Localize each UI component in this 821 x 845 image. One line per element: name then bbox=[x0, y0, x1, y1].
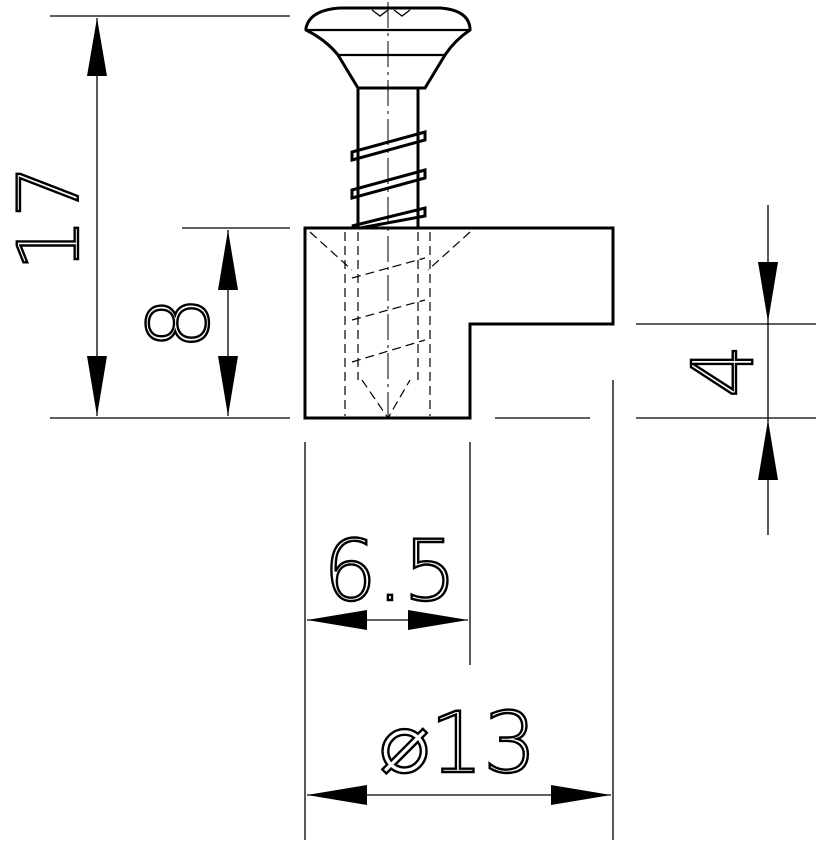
dim-diameter: ⌀13 bbox=[307, 380, 614, 840]
arrow-right bbox=[551, 785, 611, 805]
dim-ledge-height: 4 bbox=[636, 205, 816, 535]
arrow-bottom bbox=[218, 356, 238, 416]
arrow-top bbox=[758, 262, 778, 322]
hidden-screw bbox=[309, 231, 471, 420]
arrow-left bbox=[307, 610, 367, 630]
dim-label-ledge-height: 4 bbox=[674, 344, 772, 397]
arrow-bottom bbox=[87, 356, 107, 416]
arrow-right bbox=[408, 610, 468, 630]
screw-head bbox=[304, 6, 472, 90]
arrow-top bbox=[218, 230, 238, 290]
dim-label-body-height: 8 bbox=[130, 296, 228, 349]
arrow-left bbox=[307, 785, 367, 805]
arrow-top bbox=[87, 18, 107, 76]
dim-offset-width: 6.5 bbox=[304, 442, 471, 840]
dim-body-height: 8 bbox=[129, 227, 290, 416]
dim-label-diameter: ⌀13 bbox=[379, 694, 536, 792]
dim-label-overall-height: 17 bbox=[0, 165, 98, 272]
body-outline bbox=[303, 226, 615, 420]
dim-overall-height: 17 bbox=[0, 15, 290, 419]
arrow-bottom bbox=[758, 420, 778, 480]
dim-label-offset-width: 6.5 bbox=[323, 522, 457, 620]
